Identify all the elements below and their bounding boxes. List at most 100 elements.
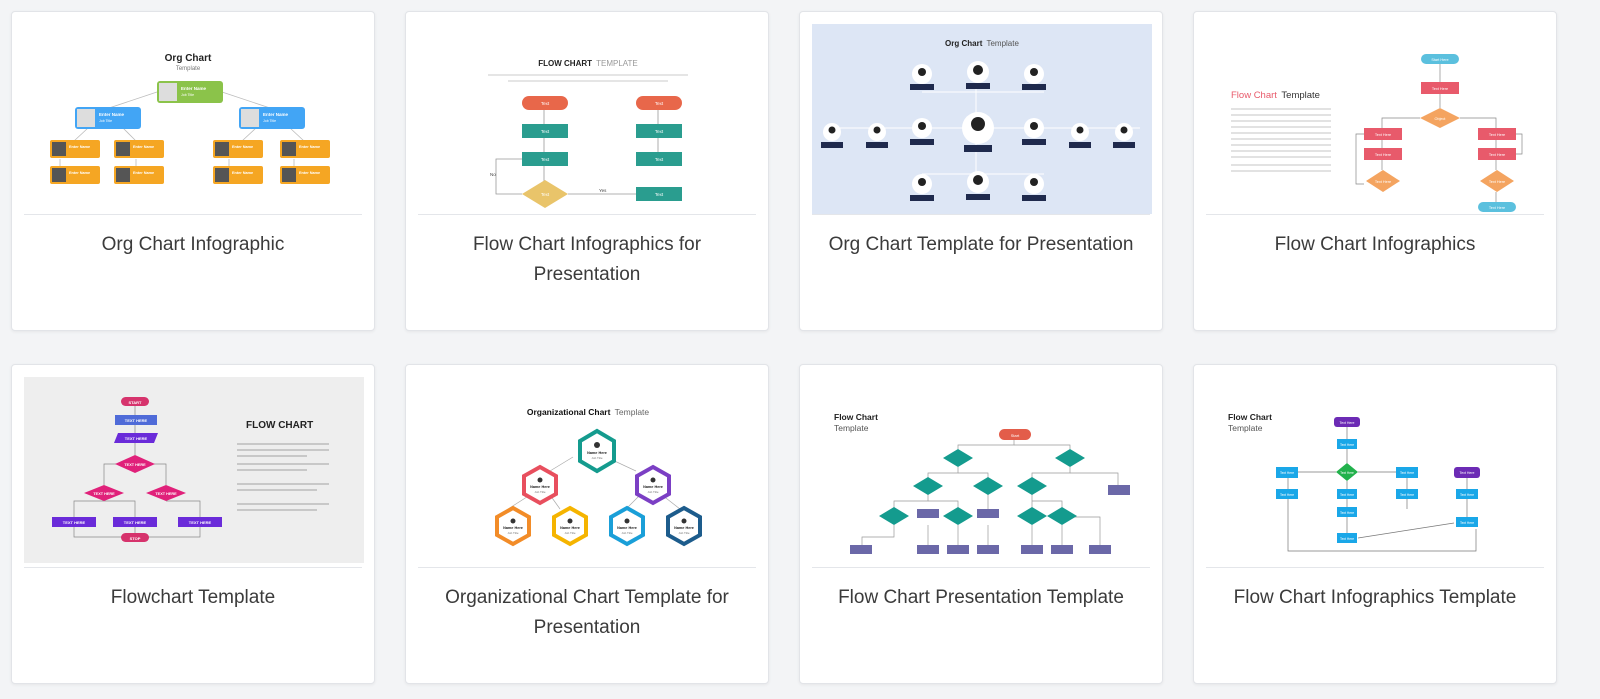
svg-text:Start: Start xyxy=(1011,433,1020,438)
card-divider xyxy=(418,567,756,568)
svg-text:Text Here: Text Here xyxy=(1460,521,1474,525)
svg-text:Template: Template xyxy=(1228,423,1263,433)
card-thumbnail[interactable]: Flow Chart Template Start xyxy=(812,377,1152,567)
svg-text:Job Title: Job Title xyxy=(678,531,690,535)
svg-text:Flow Chart Template: Flow Chart Template xyxy=(1231,90,1320,101)
svg-text:Yes: Yes xyxy=(599,188,607,193)
flowchart-preview: FLOW CHART START TEXT HERE TEXT HERE TEX… xyxy=(24,377,364,567)
svg-text:Text Here: Text Here xyxy=(1400,493,1414,497)
flow-chart-preview: Flow Chart Template Text Here Text Here … xyxy=(1206,377,1546,567)
card-divider xyxy=(812,567,1150,568)
svg-text:Text Here: Text Here xyxy=(1400,471,1414,475)
svg-text:TEXT HERE: TEXT HERE xyxy=(63,520,86,525)
svg-text:TEXT HERE: TEXT HERE xyxy=(124,463,146,467)
svg-text:TEXT HERE: TEXT HERE xyxy=(124,520,147,525)
svg-text:Enter Name: Enter Name xyxy=(133,171,154,175)
org-chart-preview: Org Chart Template xyxy=(812,24,1152,214)
svg-text:Text: Text xyxy=(541,129,550,134)
svg-text:Name Here: Name Here xyxy=(587,451,607,455)
svg-text:Text: Text xyxy=(655,101,664,106)
template-card-flowchart-template[interactable]: FLOW CHART START TEXT HERE TEXT HERE TEX… xyxy=(11,364,375,684)
card-thumbnail[interactable]: Org Chart Template xyxy=(812,24,1152,214)
svg-text:Enter Name: Enter Name xyxy=(69,145,90,149)
org-chart-preview: Org Chart Template Enter Name Job Title … xyxy=(24,24,364,214)
svg-text:TEXT HERE: TEXT HERE xyxy=(93,492,115,496)
card-title[interactable]: Org Chart Infographic xyxy=(101,234,285,255)
svg-text:Enter Name: Enter Name xyxy=(99,112,125,117)
svg-text:Start Here: Start Here xyxy=(1431,58,1448,62)
svg-text:Enter Name: Enter Name xyxy=(232,171,253,175)
org-chart-preview: Organizational Chart Template xyxy=(418,377,758,567)
svg-text:Text Here: Text Here xyxy=(1460,493,1474,497)
card-thumbnail[interactable]: FLOW CHART START TEXT HERE TEXT HERE TEX… xyxy=(24,377,364,567)
svg-text:Enter Name: Enter Name xyxy=(299,171,320,175)
svg-text:Text Here: Text Here xyxy=(1340,537,1354,541)
svg-text:Job Title: Job Title xyxy=(621,531,633,535)
svg-text:Text Here: Text Here xyxy=(1489,133,1505,137)
card-divider xyxy=(24,214,362,215)
svg-text:Job Title: Job Title xyxy=(507,531,519,535)
svg-text:Text: Text xyxy=(541,192,550,197)
card-title[interactable]: Organizational Chart Template for Presen… xyxy=(445,587,729,638)
template-card-flow-chart-infographics-template[interactable]: Flow Chart Template Text Here Text Here … xyxy=(1193,364,1557,684)
template-card-org-chart-infographic[interactable]: Org Chart Template Enter Name Job Title … xyxy=(11,11,375,331)
card-title[interactable]: Flow Chart Presentation Template xyxy=(838,587,1124,608)
svg-text:Job Title: Job Title xyxy=(564,531,576,535)
svg-text:Text Here: Text Here xyxy=(1340,471,1354,475)
svg-text:FLOW CHART TEMPLATE: FLOW CHART TEMPLATE xyxy=(538,59,637,68)
svg-text:Name Here: Name Here xyxy=(617,526,637,530)
svg-text:Name Here: Name Here xyxy=(643,485,663,489)
svg-text:Text Here: Text Here xyxy=(1340,493,1354,497)
card-thumbnail[interactable]: Flow Chart Template Start Here Text Here… xyxy=(1206,24,1546,214)
svg-text:Enter Name: Enter Name xyxy=(232,145,253,149)
svg-text:TEXT HERE: TEXT HERE xyxy=(189,520,212,525)
card-divider xyxy=(24,567,362,568)
svg-text:Name Here: Name Here xyxy=(674,526,694,530)
svg-text:Text Here: Text Here xyxy=(1340,511,1354,515)
template-card-organizational-chart-template-for-presentation[interactable]: Organizational Chart Template xyxy=(405,364,769,684)
card-title[interactable]: Flow Chart Infographics Template xyxy=(1233,587,1517,608)
svg-text:Org Chart Template: Org Chart Template xyxy=(945,39,1019,48)
card-thumbnail[interactable]: Org Chart Template Enter Name Job Title … xyxy=(24,24,364,214)
svg-text:Job Title: Job Title xyxy=(181,93,194,97)
preview-subheading: Template xyxy=(176,66,201,72)
svg-text:TEXT HERE: TEXT HERE xyxy=(125,436,148,441)
template-card-flow-chart-presentation-template[interactable]: Flow Chart Template Start xyxy=(799,364,1163,684)
svg-text:Text Here: Text Here xyxy=(1375,180,1391,184)
svg-text:Text Here: Text Here xyxy=(1280,471,1294,475)
svg-text:Job Title: Job Title xyxy=(591,456,603,460)
card-divider xyxy=(1206,214,1544,215)
card-thumbnail[interactable]: FLOW CHART TEMPLATE Text Text Text Text … xyxy=(418,24,758,214)
svg-text:Object: Object xyxy=(1435,117,1447,121)
svg-text:Job Title: Job Title xyxy=(647,490,659,494)
svg-text:Text Here: Text Here xyxy=(1280,493,1294,497)
svg-text:Enter Name: Enter Name xyxy=(133,145,154,149)
card-title[interactable]: Flow Chart Infographics xyxy=(1274,234,1476,255)
svg-text:Job Title: Job Title xyxy=(534,490,546,494)
svg-text:Text Here: Text Here xyxy=(1489,180,1505,184)
card-divider xyxy=(1206,567,1544,568)
card-divider xyxy=(418,214,756,215)
card-title[interactable]: Org Chart Template for Presentation xyxy=(828,234,1134,255)
svg-text:Enter Name: Enter Name xyxy=(69,171,90,175)
svg-text:Text Here: Text Here xyxy=(1489,206,1505,210)
template-card-flow-chart-infographics-for-presentation[interactable]: FLOW CHART TEMPLATE Text Text Text Text … xyxy=(405,11,769,331)
preview-heading: Org Chart xyxy=(165,53,212,64)
svg-text:Text Here: Text Here xyxy=(1489,153,1505,157)
card-thumbnail[interactable]: Organizational Chart Template xyxy=(418,377,758,567)
card-title[interactable]: Flow Chart Infographics for Presentation xyxy=(472,234,702,285)
template-card-org-chart-template-for-presentation[interactable]: Org Chart Template xyxy=(799,11,1163,331)
svg-text:Text Here: Text Here xyxy=(1460,471,1475,475)
card-thumbnail[interactable]: Flow Chart Template Text Here Text Here … xyxy=(1206,377,1546,567)
svg-text:FLOW CHART: FLOW CHART xyxy=(246,420,313,431)
svg-text:Organizational Chart T: Organizational Chart Template xyxy=(527,407,650,417)
svg-text:Job Title: Job Title xyxy=(99,119,112,123)
svg-text:Template: Template xyxy=(834,423,869,433)
svg-text:TEXT HERE: TEXT HERE xyxy=(125,418,148,423)
svg-text:Text: Text xyxy=(655,192,664,197)
card-title[interactable]: Flowchart Template xyxy=(110,587,276,608)
svg-text:Name Here: Name Here xyxy=(530,485,550,489)
svg-text:Flow Chart: Flow Chart xyxy=(1228,412,1272,422)
template-card-flow-chart-infographics[interactable]: Flow Chart Template Start Here Text Here… xyxy=(1193,11,1557,331)
svg-text:Enter Name: Enter Name xyxy=(263,112,289,117)
